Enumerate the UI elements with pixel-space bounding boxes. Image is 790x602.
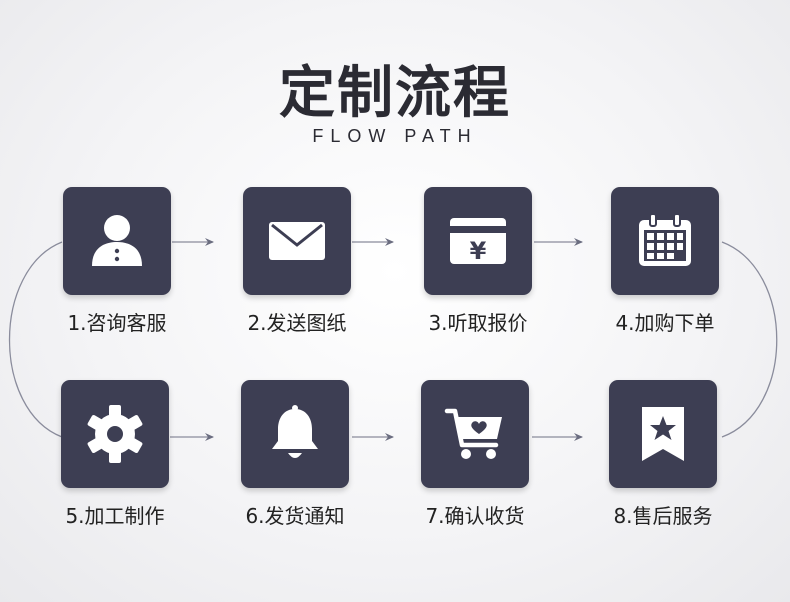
step-5: 5.加工制作 (40, 380, 190, 529)
step-tile (243, 187, 351, 295)
step-label: 5.加工制作 (65, 504, 165, 528)
left-curve (8, 241, 63, 438)
user-icon (92, 215, 142, 266)
step-tile: ¥ (424, 187, 532, 295)
step-tile (241, 380, 349, 488)
step-label: 6.发货通知 (245, 504, 345, 528)
step-4: 4.加购下单 (590, 187, 740, 336)
step-label: 8.售后服务 (613, 504, 713, 528)
step-tile (61, 380, 169, 488)
step-label: 1.咨询客服 (67, 311, 167, 335)
page-subtitle: FLOW PATH (312, 126, 478, 146)
step-label: 3.听取报价 (428, 311, 528, 335)
step-tile (421, 380, 529, 488)
star-bookmark-icon (642, 407, 684, 461)
envelope-icon (269, 222, 325, 260)
step-label: 2.发送图纸 (247, 311, 347, 335)
step-1: 1.咨询客服 (42, 187, 192, 336)
bell-icon (272, 405, 318, 458)
step-tile (63, 187, 171, 295)
gear-icon (87, 405, 143, 463)
svg-text:¥: ¥ (470, 237, 487, 265)
page-title: 定制流程 (279, 61, 511, 126)
step-7: 7.确认收货 (400, 380, 550, 529)
step-label: 4.加购下单 (615, 311, 715, 335)
step-6: 6.发货通知 (220, 380, 370, 529)
step-tile (609, 380, 717, 488)
step-tile (611, 187, 719, 295)
step-2: 2.发送图纸 (222, 187, 372, 336)
shopping-cart-icon (444, 408, 502, 459)
step-3: ¥ 3.听取报价 (403, 187, 553, 336)
yen-card-icon: ¥ (450, 218, 506, 265)
step-8: 8.售后服务 (588, 380, 738, 529)
step-label: 7.确认收货 (425, 504, 525, 528)
right-curve (721, 241, 778, 438)
calendar-icon (639, 213, 691, 266)
